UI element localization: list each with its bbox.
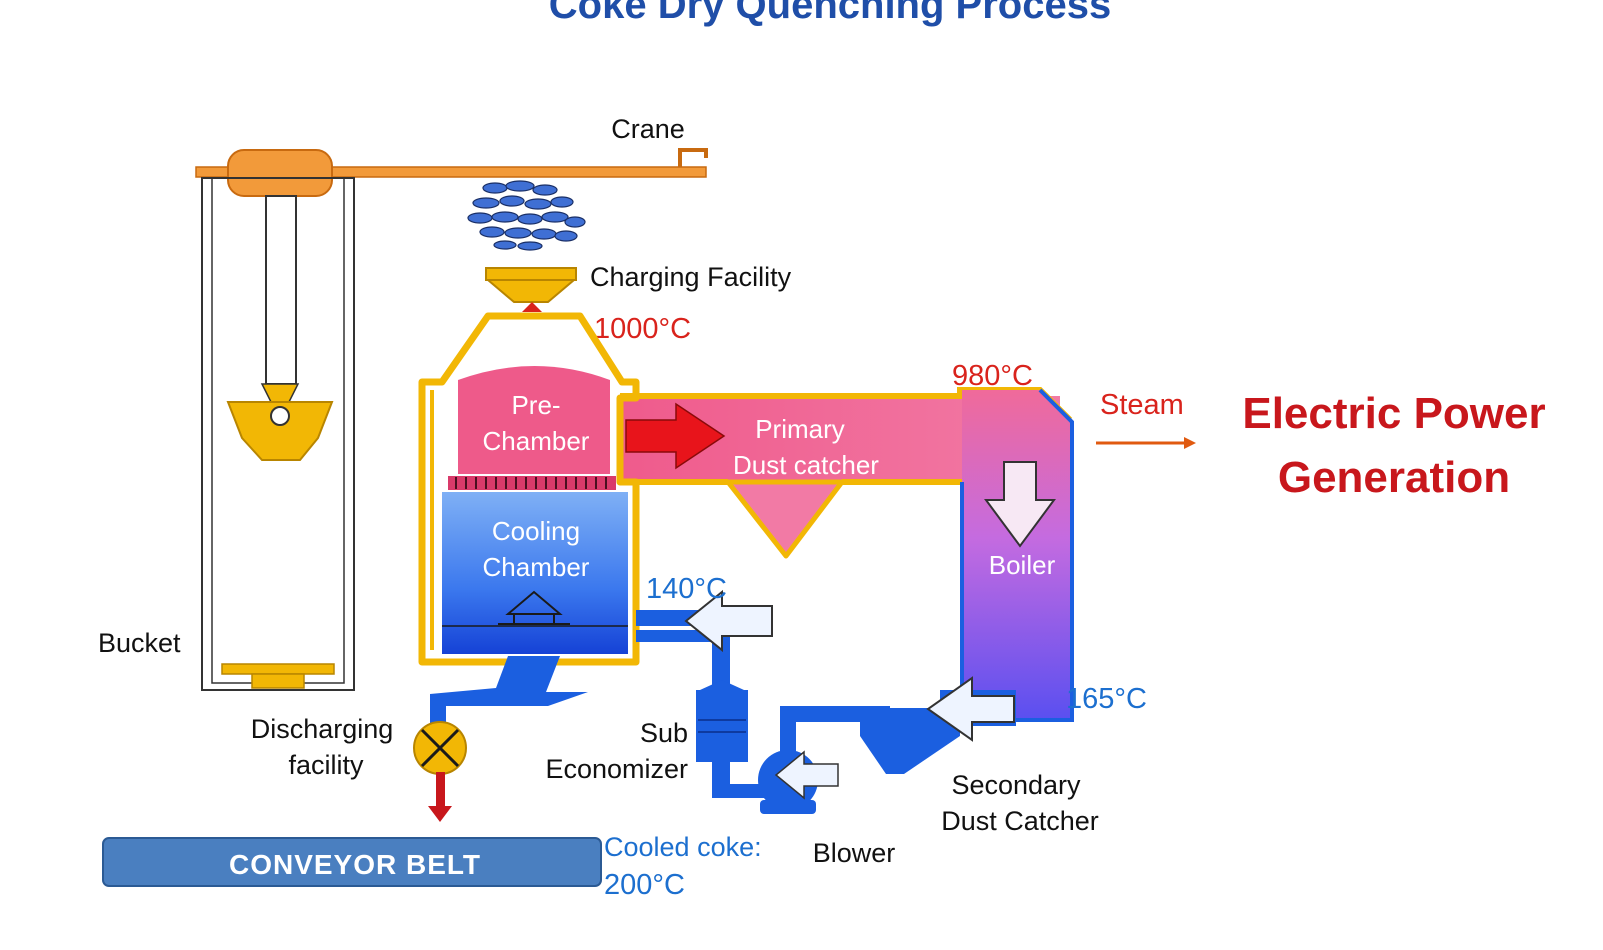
boiler: [960, 388, 1074, 722]
steam-arrow: [1096, 437, 1196, 449]
steam-label: Steam: [1100, 389, 1184, 421]
pre-chamber-label-line2: Chamber: [483, 426, 590, 456]
coke-pile: [467, 180, 586, 251]
temp-140-label: 140°C: [646, 573, 727, 605]
bucket-label: Bucket: [98, 628, 181, 658]
crane-label: Crane: [611, 114, 685, 144]
electric-power-label-line1: Electric Power: [1242, 389, 1545, 438]
primary-dust-label-line1: Primary: [755, 414, 845, 444]
cooling-chamber-label-line1: Cooling: [492, 516, 580, 546]
conveyor-belt-label: CONVEYOR BELT: [229, 849, 481, 880]
discharging-label-line1: Discharging: [251, 714, 394, 744]
temp-980-label: 980°C: [952, 360, 1033, 392]
return-arrow-140: [684, 589, 773, 653]
secondary-dust-label-line1: Secondary: [951, 770, 1081, 800]
boiler-label: Boiler: [989, 550, 1056, 580]
primary-dust-label-line2: Dust catcher: [733, 450, 879, 480]
blower-label: Blower: [813, 838, 896, 868]
cdq-chamber: [418, 312, 640, 666]
hot-gas-arrow: [625, 402, 726, 470]
sub-economizer-label-line2: Economizer: [545, 754, 688, 784]
blower-arrow: [774, 750, 839, 800]
pre-chamber-label-line1: Pre-: [511, 390, 560, 420]
conveyor-belt: [102, 837, 602, 887]
cooling-chamber-label-line2: Chamber: [483, 552, 590, 582]
diagram-title: Coke Dry Quenching Process: [549, 0, 1111, 27]
cooled-coke-label-line1: Cooled coke:: [604, 832, 762, 862]
secondary-dust-label-line2: Dust Catcher: [941, 806, 1099, 836]
charging-facility-label: Charging Facility: [590, 262, 792, 292]
boiler-down-arrow: [984, 461, 1056, 548]
crane: [195, 148, 708, 691]
temp-1000-label: 1000°C: [594, 313, 691, 345]
cooled-coke-label-line2: 200°C: [604, 869, 685, 901]
temp-165-label: 165°C: [1066, 683, 1147, 715]
charging-hopper: [485, 267, 577, 312]
electric-power-label-line2: Generation: [1278, 453, 1510, 502]
discharging-facility: [413, 656, 588, 822]
discharging-label-line2: facility: [288, 750, 364, 780]
sub-economizer-label-line1: Sub: [640, 718, 688, 748]
return-arrow-165: [926, 676, 1015, 742]
